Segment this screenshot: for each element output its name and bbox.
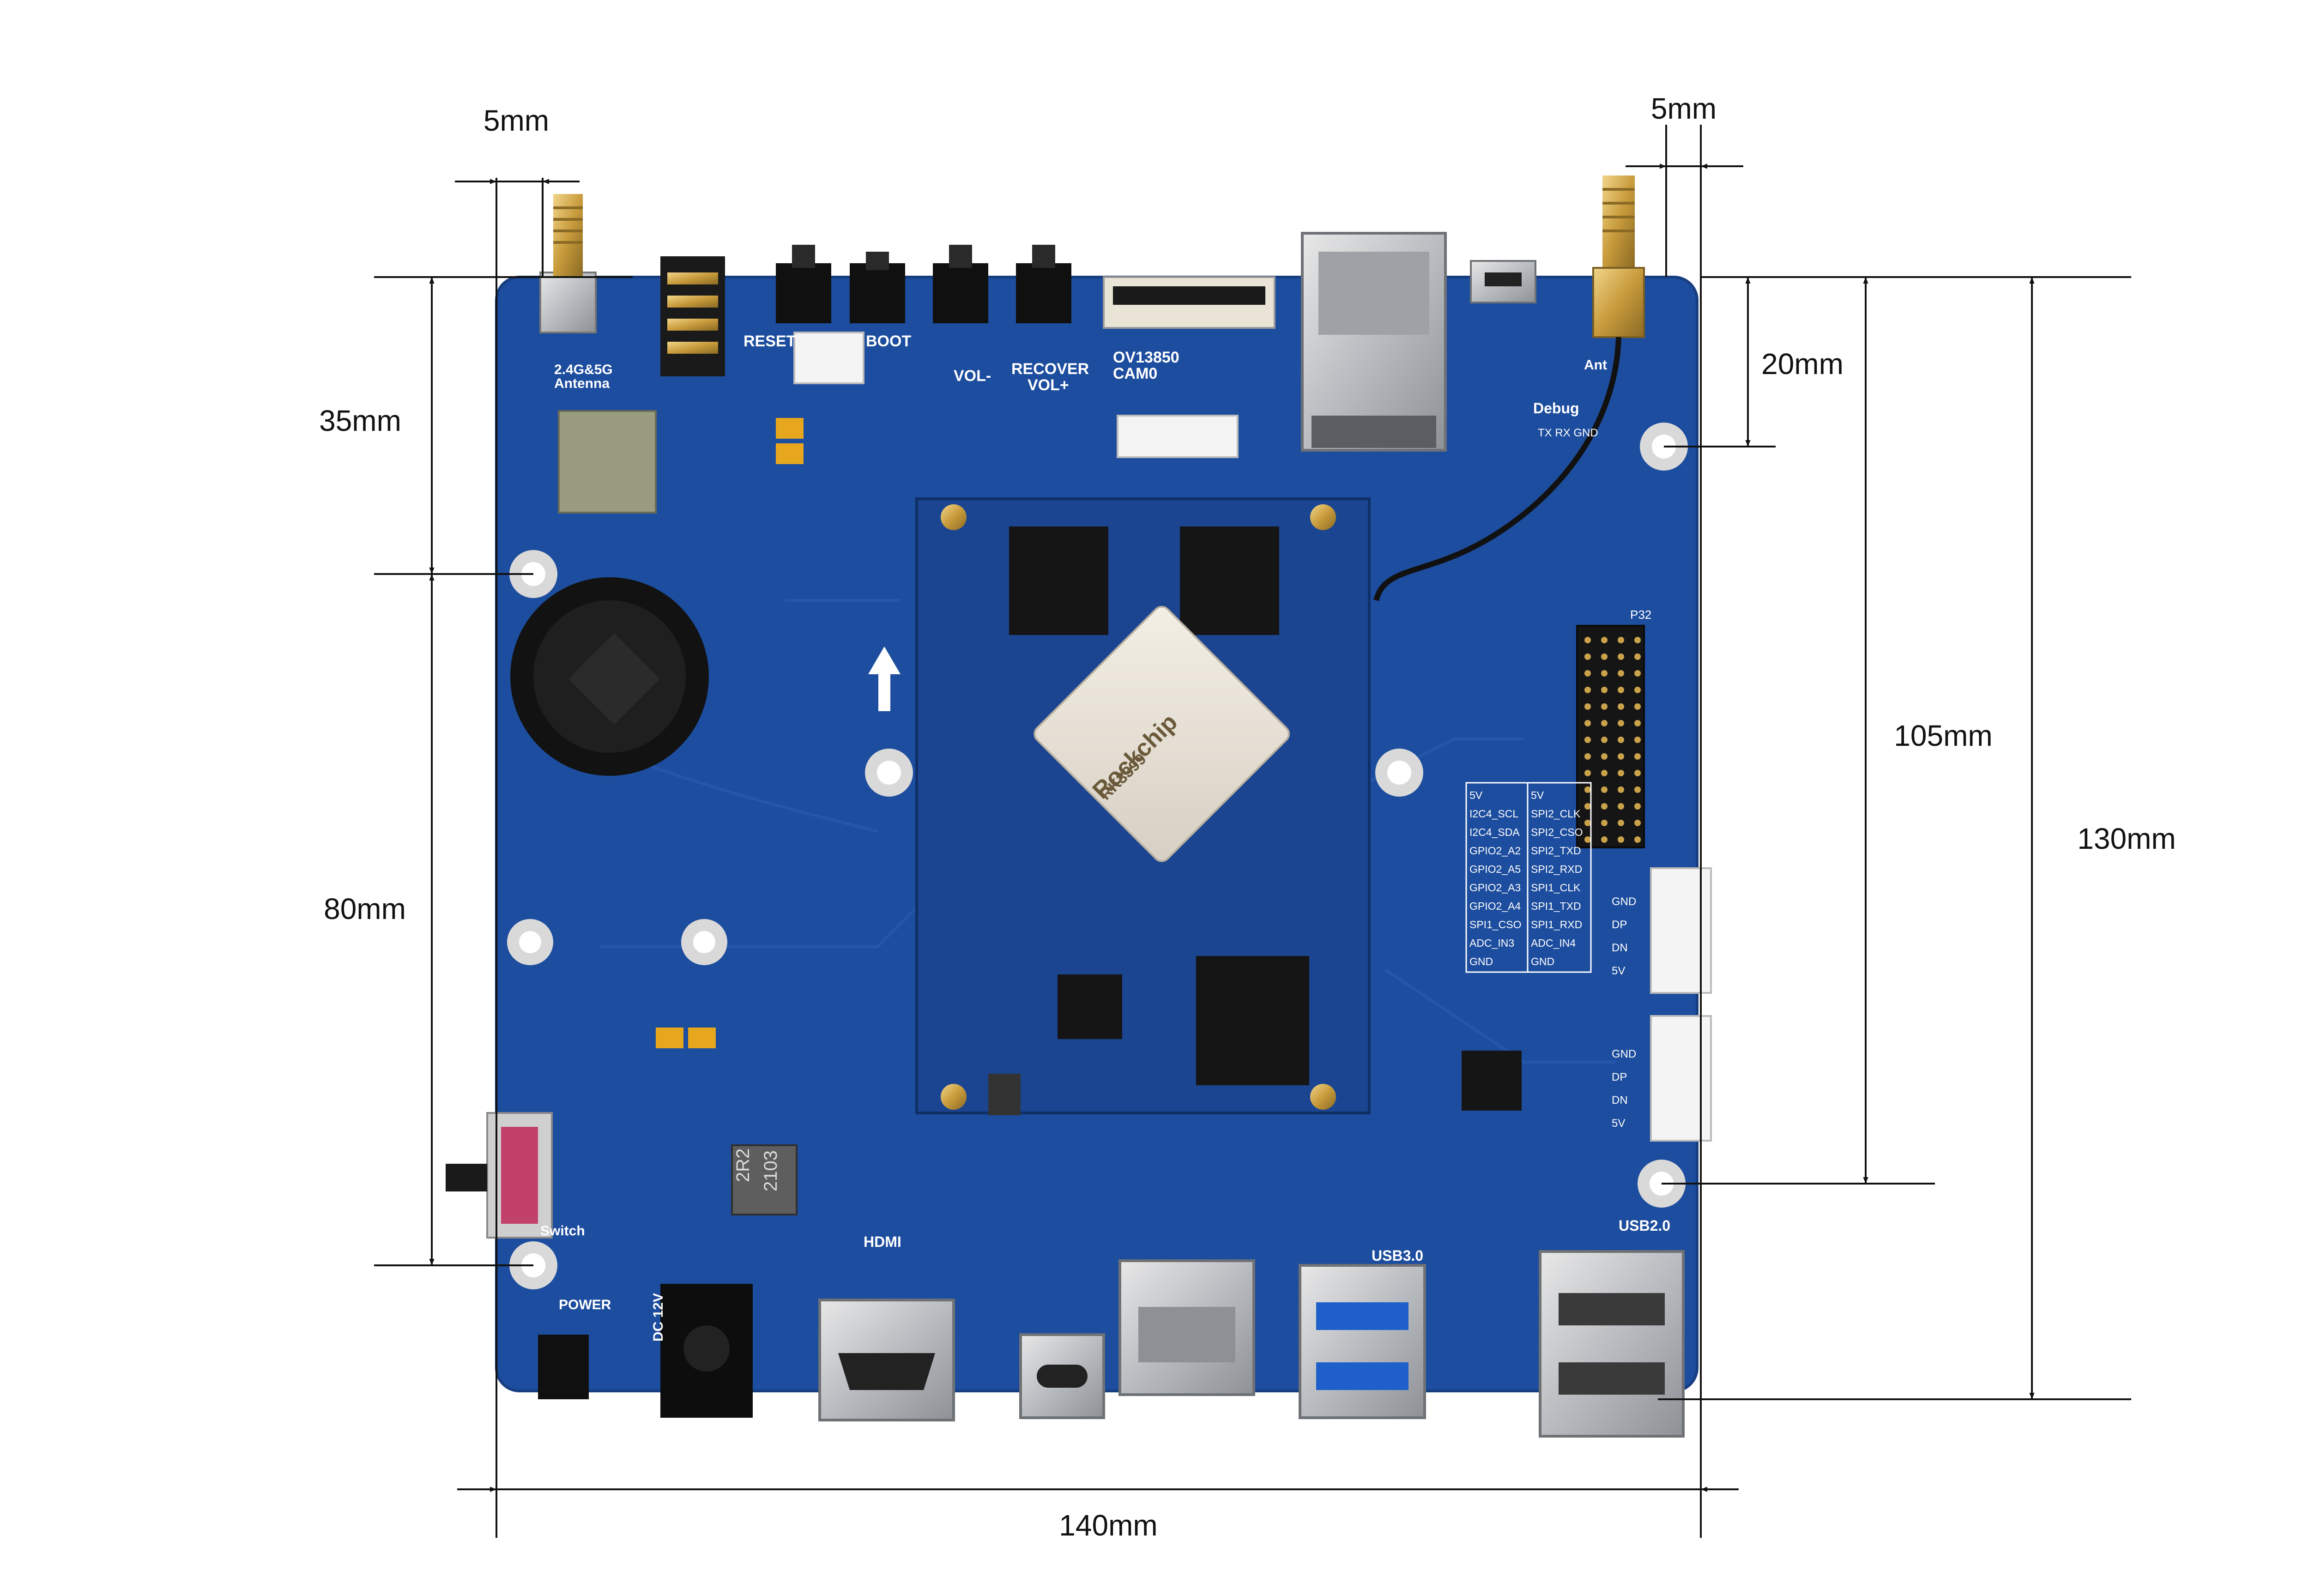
silk-switch: Switch bbox=[540, 1223, 585, 1239]
gpio-table-cell: SPI2_TXD bbox=[1531, 845, 1581, 857]
gpio-table-cell: SPI1_TXD bbox=[1531, 900, 1581, 912]
gpio-table-cell: SPI1_RXD bbox=[1531, 919, 1582, 931]
usb-header-pin-label: DP bbox=[1612, 1071, 1627, 1083]
gpio-table-cell: SPI1_CSO bbox=[1469, 919, 1522, 931]
gpio-table-cell: I2C4_SDA bbox=[1469, 826, 1520, 838]
silk-debug-pins: TX RX GND bbox=[1538, 427, 1598, 439]
orientation-arrow-silk bbox=[868, 647, 901, 711]
silk-boot: BOOT bbox=[866, 332, 911, 350]
gpio-table-cell: 5V bbox=[1531, 789, 1544, 801]
dim-right-holes-span: 105mm bbox=[1894, 719, 1992, 752]
ethernet-jack bbox=[1301, 232, 1447, 452]
gpio-table-cell: ADC_IN3 bbox=[1469, 937, 1514, 949]
dim-board-width: 140mm bbox=[1059, 1509, 1157, 1542]
inductor-marking-bottom: 2103 bbox=[761, 1150, 781, 1191]
usb2-port bbox=[1539, 1250, 1685, 1438]
gpio-table-cell: GPIO2_A5 bbox=[1469, 863, 1521, 875]
usb-header-pin-label: DN bbox=[1612, 942, 1628, 954]
jst-connector-top bbox=[793, 332, 864, 384]
usb-header-pin-label: GND bbox=[1612, 895, 1636, 908]
capacitors-yellow bbox=[656, 418, 804, 1048]
mounting-hole-core-side bbox=[865, 749, 1423, 797]
button-vol-minus[interactable] bbox=[933, 245, 988, 323]
antenna-connector-right bbox=[1373, 175, 1645, 601]
inductor-marking-top: 2R2 bbox=[733, 1149, 753, 1182]
silk-dc: DC 12V bbox=[651, 1293, 666, 1342]
silk-usb2: USB2.0 bbox=[1619, 1217, 1670, 1234]
silk-recover: RECOVER bbox=[1011, 360, 1089, 378]
silk-camera: OV13850 bbox=[1113, 349, 1179, 366]
wifi-module bbox=[558, 410, 657, 514]
usb-header-pin-label: GND bbox=[1612, 1048, 1636, 1060]
gpio-table-cell: SPI2_CSO bbox=[1531, 826, 1583, 838]
dim-right-upper-hole: 20mm bbox=[1761, 347, 1844, 381]
usb-c-port bbox=[1019, 1333, 1105, 1419]
gpio-table-cell: GPIO2_A4 bbox=[1469, 900, 1521, 912]
camera-fpc-connector bbox=[1103, 276, 1275, 329]
usb-header-pin-label: DP bbox=[1612, 919, 1627, 931]
dim-left-lower-holes: 80mm bbox=[324, 892, 406, 925]
usb-header-pin-label: DN bbox=[1612, 1094, 1628, 1106]
jst-connector-debug bbox=[1117, 415, 1239, 458]
power-switch[interactable] bbox=[446, 1112, 553, 1239]
soc-rk3399: Rockchip RK3399 bbox=[1034, 605, 1290, 862]
gpio-table-cell: GPIO2_A3 bbox=[1469, 882, 1521, 894]
gpio-table-cell: GPIO2_A2 bbox=[1469, 845, 1521, 857]
mounting-hole-mid-left bbox=[507, 919, 727, 965]
button-reset[interactable] bbox=[776, 245, 831, 323]
dimension-lines bbox=[374, 125, 2131, 1538]
gpio-table-cell: SPI1_CLK bbox=[1531, 882, 1581, 894]
gpio-header-name: P32 bbox=[1630, 608, 1651, 622]
button-boot[interactable] bbox=[850, 252, 905, 323]
gpio-table-cell: SPI2_RXD bbox=[1531, 863, 1582, 875]
silk-power: POWER bbox=[559, 1297, 611, 1312]
dim-left-antenna-offset: 5mm bbox=[484, 104, 549, 137]
usb3-port bbox=[1299, 1264, 1426, 1419]
gpio-table-cell: ADC_IN4 bbox=[1531, 937, 1576, 949]
dim-board-height: 130mm bbox=[2077, 822, 2176, 855]
silk-camera-port: CAM0 bbox=[1113, 365, 1157, 382]
silk-vol-minus: VOL- bbox=[954, 367, 991, 385]
rtc-battery-holder bbox=[510, 577, 709, 776]
silk-antenna-left: 2.4G&5G bbox=[554, 362, 613, 377]
usb-header-pin-label: 5V bbox=[1612, 965, 1625, 977]
hdmi-port bbox=[818, 1299, 955, 1421]
gpio-table-cell: 5V bbox=[1469, 789, 1483, 801]
dim-left-upper-hole: 35mm bbox=[319, 404, 401, 437]
dc-jack bbox=[660, 1284, 753, 1418]
audio-jack bbox=[660, 256, 725, 376]
silk-antenna-right: Ant bbox=[1584, 357, 1607, 373]
usb-hub-chip bbox=[1462, 1051, 1522, 1111]
silk-hdmi: HDMI bbox=[864, 1233, 901, 1250]
gpio-table-cell: GND bbox=[1531, 955, 1554, 967]
silk-debug: Debug bbox=[1533, 400, 1579, 417]
antenna-connector-left bbox=[539, 194, 597, 333]
silk-reset: RESET bbox=[743, 332, 796, 350]
silk-antenna-left-sub: Antenna bbox=[554, 376, 610, 391]
pcb-board: Rockchip RK3399 P32 5V 5V I2C4_SCL SPI2_CLK… bbox=[446, 175, 1712, 1438]
button-recover[interactable] bbox=[1016, 245, 1071, 323]
gpio-pin-header: P32 bbox=[1576, 608, 1651, 848]
usb-header-pin-label: 5V bbox=[1612, 1117, 1625, 1130]
silk-vol-plus: VOL+ bbox=[1028, 376, 1069, 394]
gpio-table-cell: GND bbox=[1469, 955, 1493, 967]
gpio-silk-table: 5V 5V I2C4_SCL SPI2_CLK I2C4_SDA SPI2_CSO GPIO… bbox=[1465, 782, 1592, 973]
power-button[interactable] bbox=[538, 1335, 589, 1399]
dim-right-antenna-offset: 5mm bbox=[1651, 92, 1717, 125]
sd-card-slot bbox=[1118, 1259, 1255, 1396]
silk-usb3: USB3.0 bbox=[1372, 1247, 1423, 1264]
gpio-table-cell: I2C4_SCL bbox=[1469, 808, 1518, 820]
gpio-table-cell: SPI2_CLK bbox=[1531, 808, 1581, 820]
micro-usb-debug bbox=[1470, 260, 1536, 303]
inductor: 2R2 2103 bbox=[731, 1144, 798, 1215]
